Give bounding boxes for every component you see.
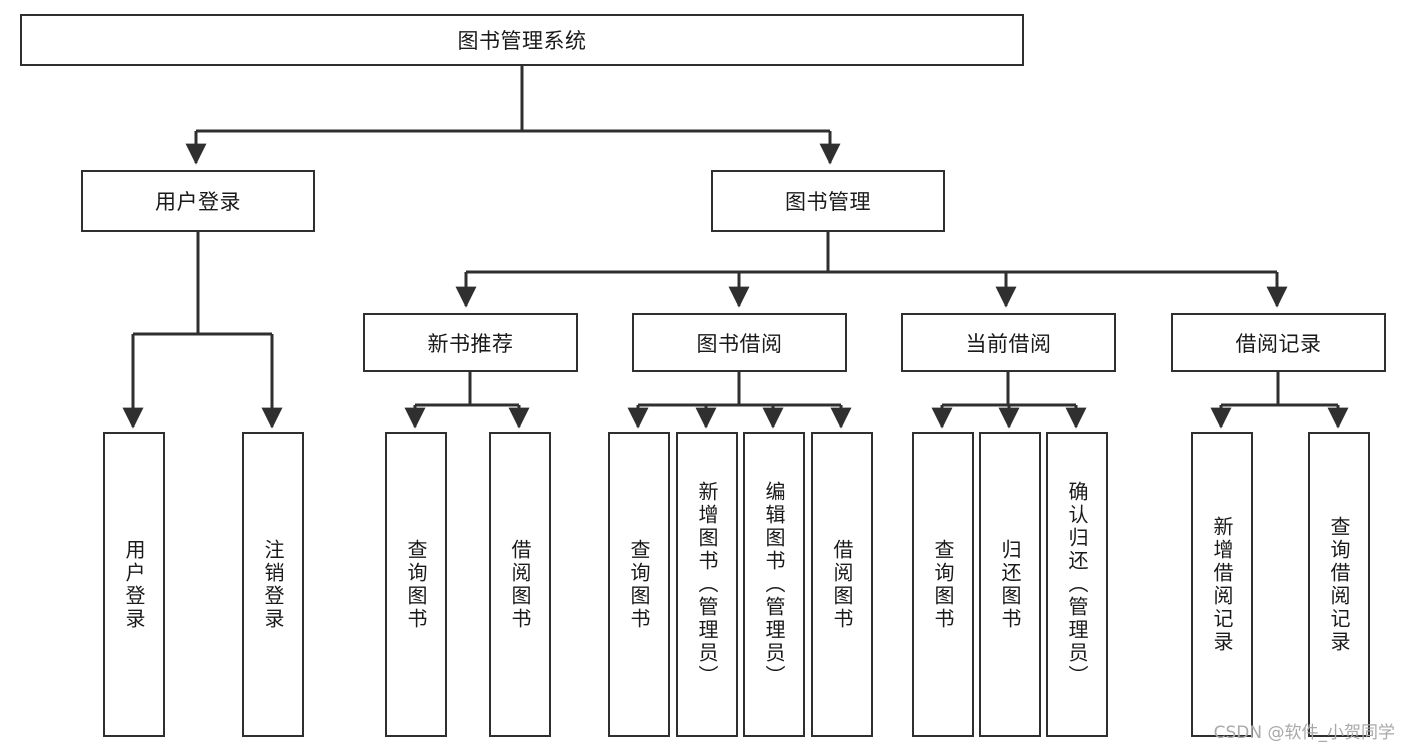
node-current-borrow[interactable]: 当前借阅 xyxy=(901,313,1116,372)
node-label: 新书推荐 xyxy=(427,331,514,356)
node-label: 图书借阅 xyxy=(696,331,783,356)
leaf-query-borrow-record[interactable]: 查询借阅记录 xyxy=(1308,432,1370,737)
leaf-current-borrow-query[interactable]: 查询图书 xyxy=(912,432,974,737)
leaf-book-edit-admin[interactable]: 编辑图书（管理员） xyxy=(743,432,805,737)
node-label: 借阅图书 xyxy=(830,538,854,631)
node-new-book-recommend[interactable]: 新书推荐 xyxy=(363,313,578,372)
node-label: 归还图书 xyxy=(998,538,1022,631)
leaf-return-book[interactable]: 归还图书 xyxy=(979,432,1041,737)
node-book-borrow[interactable]: 图书借阅 xyxy=(632,313,847,372)
node-label: 编辑图书（管理员） xyxy=(762,481,786,688)
leaf-book-borrow-query[interactable]: 查询图书 xyxy=(608,432,670,737)
node-label: 借阅图书 xyxy=(508,538,532,631)
leaf-book-borrow-action[interactable]: 借阅图书 xyxy=(811,432,873,737)
leaf-new-book-borrow[interactable]: 借阅图书 xyxy=(489,432,551,737)
node-label: 用户登录 xyxy=(122,538,146,631)
node-label: 用户登录 xyxy=(155,190,241,214)
node-label: 图书管理 xyxy=(785,190,871,214)
node-label: 新增借阅记录 xyxy=(1210,515,1234,654)
leaf-user-login[interactable]: 用户登录 xyxy=(103,432,165,737)
node-label: 当前借阅 xyxy=(965,331,1052,356)
node-label: 借阅记录 xyxy=(1235,331,1322,356)
node-book-management[interactable]: 图书管理 xyxy=(711,170,945,232)
leaf-confirm-return-admin[interactable]: 确认归还（管理员） xyxy=(1046,432,1108,737)
node-borrow-record[interactable]: 借阅记录 xyxy=(1171,313,1386,372)
leaf-book-add-admin[interactable]: 新增图书（管理员） xyxy=(676,432,738,737)
node-label: 查询图书 xyxy=(627,538,651,631)
node-root-book-management-system[interactable]: 图书管理系统 xyxy=(20,14,1024,66)
node-user-login[interactable]: 用户登录 xyxy=(81,170,315,232)
node-label: 查询图书 xyxy=(404,538,428,631)
node-label: 新增图书（管理员） xyxy=(695,481,719,688)
node-label: 查询图书 xyxy=(931,538,955,631)
leaf-new-book-query[interactable]: 查询图书 xyxy=(385,432,447,737)
csdn-watermark: CSDN @软件_小贺同学 xyxy=(1213,723,1395,743)
node-label: 注销登录 xyxy=(261,538,285,631)
node-label: 确认归还（管理员） xyxy=(1065,481,1089,688)
leaf-logout[interactable]: 注销登录 xyxy=(242,432,304,737)
leaf-add-borrow-record[interactable]: 新增借阅记录 xyxy=(1191,432,1253,737)
node-label: 图书管理系统 xyxy=(457,29,587,53)
node-label: 查询借阅记录 xyxy=(1327,515,1351,654)
